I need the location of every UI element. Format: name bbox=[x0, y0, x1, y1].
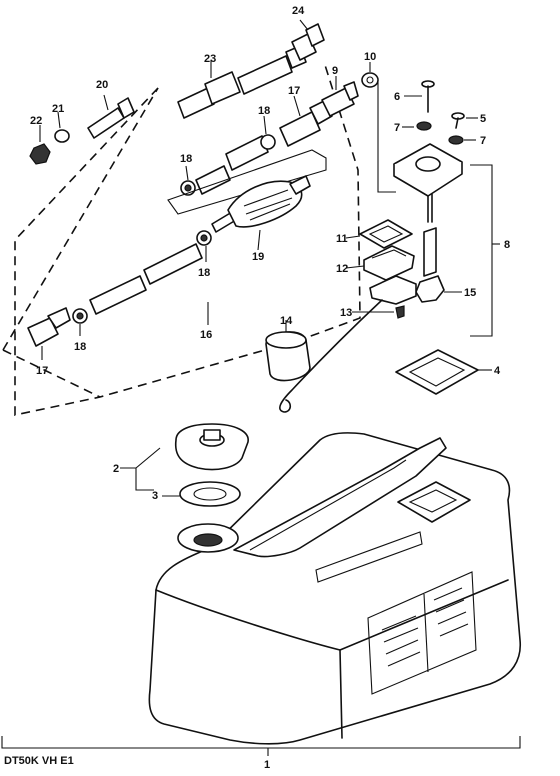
gasket-11 bbox=[345, 219, 413, 249]
pump-tray bbox=[167, 149, 327, 215]
label-part-10: 10 bbox=[364, 51, 376, 63]
nut-22 bbox=[29, 125, 51, 165]
screw-5 bbox=[451, 112, 478, 129]
label-part-11: 11 bbox=[336, 233, 348, 245]
label-part-18-bottom: 18 bbox=[74, 341, 86, 353]
label-part-6: 6 bbox=[394, 91, 400, 103]
label-part-12: 12 bbox=[336, 263, 348, 275]
label-part-5: 5 bbox=[480, 113, 486, 125]
filter-14 bbox=[265, 320, 311, 382]
fuel-cap-assembly-8 bbox=[377, 82, 500, 337]
label-part-22: 22 bbox=[30, 115, 42, 127]
hose-lower bbox=[89, 230, 212, 315]
wire-hook bbox=[279, 299, 383, 413]
label-part-19: 19 bbox=[252, 251, 264, 263]
label-part-8: 8 bbox=[504, 239, 510, 251]
footer-bracket bbox=[1, 736, 521, 756]
label-part-17-top: 17 bbox=[288, 85, 300, 97]
gasket-3 bbox=[162, 481, 241, 507]
label-part-15: 15 bbox=[464, 287, 476, 299]
bracket-13 bbox=[352, 275, 417, 319]
hose-kit-dashed-boundary bbox=[2, 64, 361, 416]
label-part-3: 3 bbox=[152, 490, 158, 502]
washer-21 bbox=[54, 111, 70, 143]
label-part-14: 14 bbox=[280, 315, 293, 327]
label-part-18-top: 18 bbox=[258, 105, 270, 117]
label-part-4: 4 bbox=[494, 365, 501, 377]
label-part-13: 13 bbox=[340, 307, 352, 319]
label-part-18-lower: 18 bbox=[198, 267, 210, 279]
label-part-20: 20 bbox=[96, 79, 108, 91]
label-part-23: 23 bbox=[204, 53, 216, 65]
connector-17-bottom bbox=[27, 307, 71, 360]
label-part-17-bottom: 17 bbox=[36, 365, 48, 377]
washer-7-left bbox=[402, 121, 432, 131]
label-part-9: 9 bbox=[332, 65, 338, 77]
washer-7-right bbox=[448, 135, 476, 145]
connector-20 bbox=[87, 94, 135, 139]
label-part-24: 24 bbox=[292, 5, 305, 17]
label-part-2: 2 bbox=[113, 463, 119, 475]
label-part-1: 1 bbox=[264, 759, 270, 771]
part-labels: 1 2 3 4 5 6 7 7 8 9 10 11 12 13 14 15 16… bbox=[4, 5, 510, 771]
screw-6 bbox=[404, 80, 435, 113]
connector-24 bbox=[291, 19, 325, 61]
plate-12 bbox=[345, 245, 415, 281]
fuel-tank-1 bbox=[148, 432, 521, 745]
clip-18-lower bbox=[72, 308, 88, 336]
footer-code: DT50K VH E1 bbox=[4, 755, 74, 767]
connector-9 bbox=[321, 76, 359, 117]
filler-cap-2 bbox=[120, 423, 249, 491]
hose-23 bbox=[177, 45, 307, 119]
washer-10 bbox=[361, 62, 379, 88]
label-part-16: 16 bbox=[200, 329, 212, 341]
gasket-4 bbox=[395, 349, 492, 395]
hose-mid bbox=[195, 115, 276, 195]
label-part-21: 21 bbox=[52, 103, 64, 115]
label-part-18-mid: 18 bbox=[180, 153, 192, 165]
primer-bulb-19 bbox=[211, 175, 311, 251]
label-part-7-left: 7 bbox=[394, 122, 400, 134]
clip-18-upper bbox=[180, 165, 196, 196]
label-part-7-right: 7 bbox=[480, 135, 486, 147]
